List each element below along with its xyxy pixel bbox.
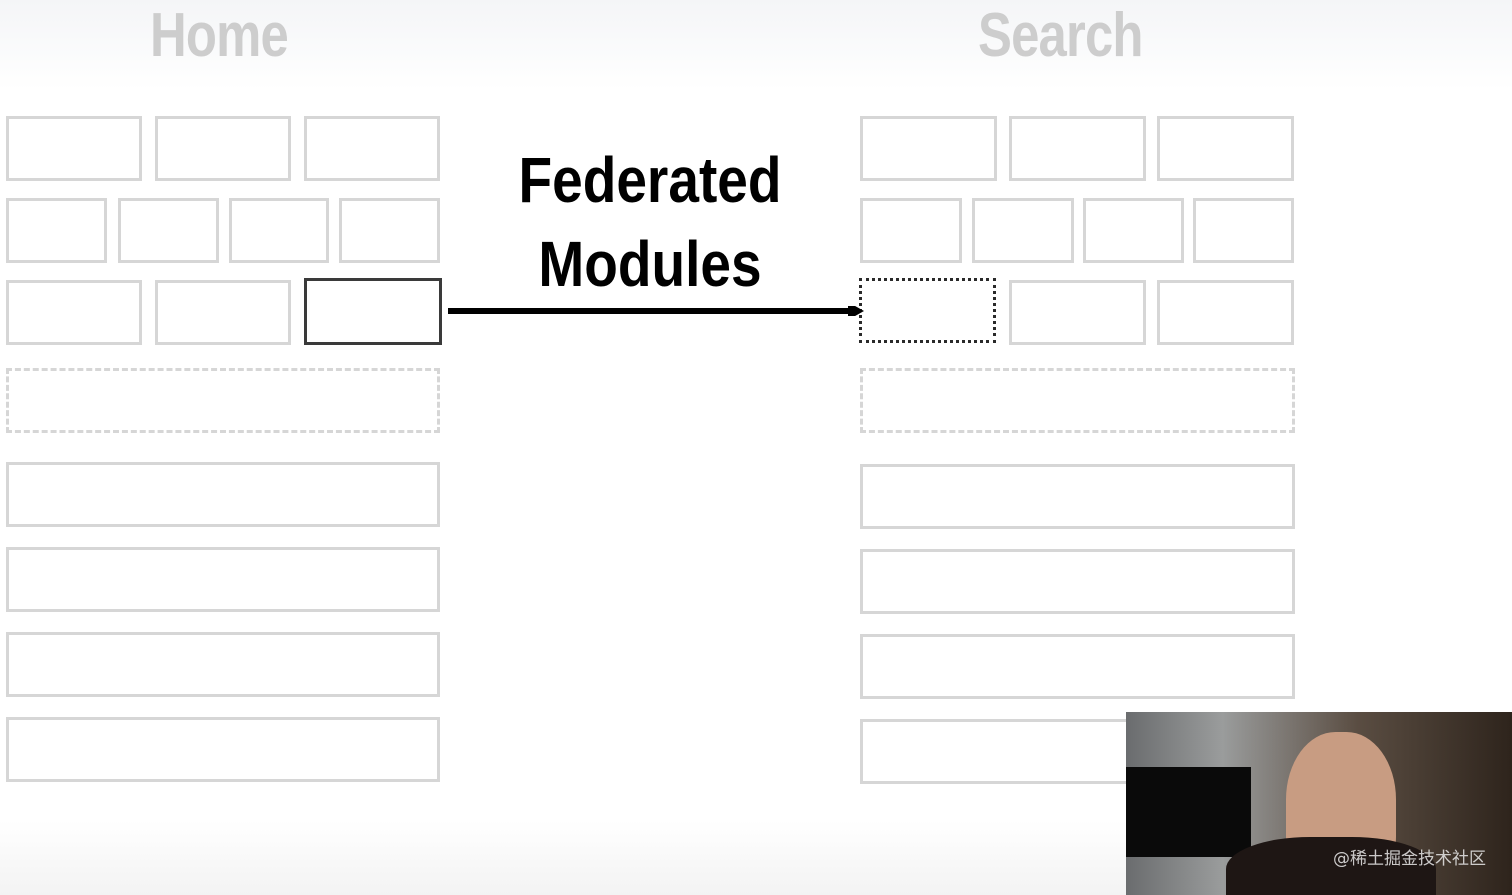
home-box	[118, 198, 219, 263]
federated-module-slot	[859, 278, 996, 343]
home-row	[6, 717, 440, 782]
home-box	[155, 280, 291, 345]
monitor-shape	[1126, 767, 1251, 857]
speaker-video: @稀土掘金技术社区	[1126, 712, 1512, 895]
home-row	[6, 547, 440, 612]
home-row	[6, 462, 440, 527]
home-box	[304, 116, 440, 181]
home-box	[6, 280, 142, 345]
search-box	[1009, 280, 1146, 345]
home-placeholder-row	[6, 368, 440, 433]
title-line: Modules	[538, 228, 762, 300]
search-box	[1193, 198, 1294, 263]
home-title: Home	[150, 1, 289, 70]
shared-module-box	[304, 278, 442, 345]
person-body	[1226, 837, 1436, 895]
home-box	[229, 198, 329, 263]
search-box	[860, 198, 962, 263]
search-box	[1009, 116, 1146, 181]
search-box	[1083, 198, 1184, 263]
search-box	[972, 198, 1074, 263]
search-placeholder-row	[860, 368, 1295, 433]
home-box	[6, 198, 107, 263]
watermark: @稀土掘金技术社区	[1333, 849, 1486, 869]
search-row	[860, 464, 1295, 529]
home-row	[6, 632, 440, 697]
search-row	[860, 634, 1295, 699]
search-row	[860, 549, 1295, 614]
home-box	[6, 116, 142, 181]
diagram-title: Federated Modules	[478, 138, 822, 306]
arrow-icon	[448, 306, 864, 316]
search-title: Search	[978, 1, 1143, 70]
search-box	[1157, 116, 1294, 181]
home-box	[339, 198, 440, 263]
home-box	[155, 116, 291, 181]
search-box	[860, 116, 997, 181]
search-box	[1157, 280, 1294, 345]
title-line: Federated	[518, 144, 782, 216]
